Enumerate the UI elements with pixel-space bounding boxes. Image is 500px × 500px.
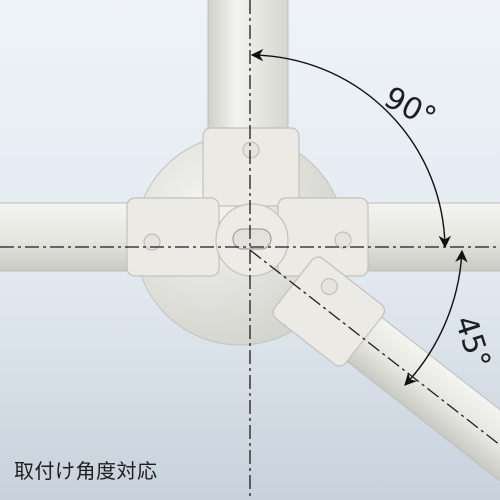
left-sleeve: [126, 197, 220, 277]
arc-45-arrow: [404, 249, 468, 386]
center-slot: [232, 228, 272, 250]
top-sleeve-screw: [242, 141, 260, 159]
top-sleeve: [202, 127, 300, 207]
caption-text: 取付け角度対応: [14, 459, 158, 483]
left-sleeve-screw: [143, 233, 161, 251]
left-pipe: [0, 202, 146, 272]
right-pipe: [349, 202, 500, 272]
right-sleeve-screw: [334, 231, 352, 249]
arc-90-arrow: [250, 48, 452, 249]
